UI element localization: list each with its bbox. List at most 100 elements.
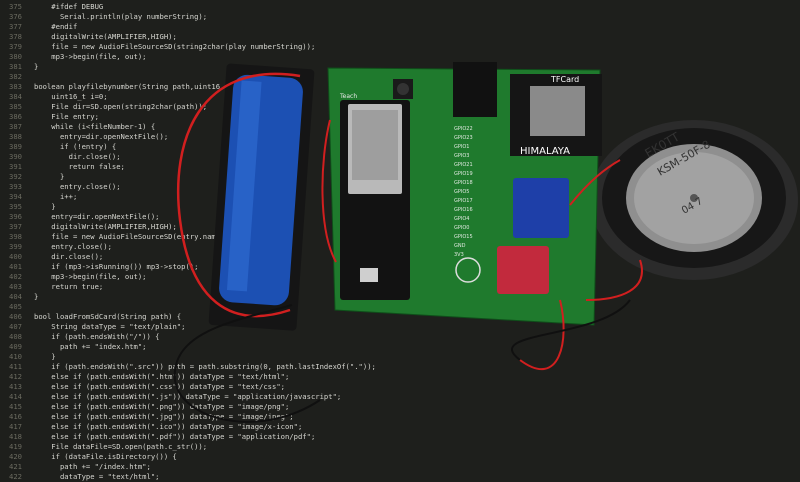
code-line: 395 } — [0, 202, 800, 212]
line-text[interactable]: else if (path.endsWith(".htm")) dataType… — [34, 372, 290, 381]
line-number: 395 — [9, 202, 22, 211]
black-wire — [173, 304, 321, 423]
line-number: 412 — [9, 372, 22, 381]
gpio-label: GPIO1 — [454, 144, 469, 150]
gpio-label: 3V3 — [454, 252, 464, 258]
line-text[interactable]: mp3->begin(file, out); — [34, 272, 147, 281]
line-text[interactable]: if (path.endsWith(".src")) path = path.s… — [34, 362, 376, 371]
line-text[interactable]: digitalWrite(AMPLIFIER,HIGH); — [34, 32, 177, 41]
line-text[interactable]: entry.close(); — [34, 182, 121, 191]
line-text[interactable]: else if (path.endsWith(".jpg")) dataType… — [34, 412, 294, 421]
line-text[interactable]: File dataFile=SD.open(path.c_str()); — [34, 442, 208, 451]
code-line: 402 mp3->begin(file, out); — [0, 272, 800, 282]
code-line: 405 — [0, 302, 800, 312]
line-text[interactable]: dir.close(); — [34, 252, 104, 261]
line-text[interactable]: dataType = "text/html"; — [34, 472, 160, 481]
code-line: 377 #endif — [0, 22, 800, 32]
line-number: 383 — [9, 82, 22, 91]
gpio-label: GPIO21 — [454, 162, 473, 168]
line-text[interactable]: File dir=SD.open(string2char(path)); — [34, 102, 208, 111]
line-text[interactable]: else if (path.endsWith(".css")) dataType… — [34, 382, 285, 391]
line-text[interactable]: #endif — [34, 22, 78, 31]
line-number: 413 — [9, 382, 22, 391]
line-number: 419 — [9, 442, 22, 451]
code-line: 401 if (mp3->isRunning()) mp3->stop(); — [0, 262, 800, 272]
code-line: 396 entry=dir.openNextFile(); — [0, 212, 800, 222]
code-line: 409 path += "index.htm"; — [0, 342, 800, 352]
line-text[interactable]: file = new AudioFileSourceSD(string2char… — [34, 42, 316, 51]
line-number: 390 — [9, 152, 22, 161]
line-number: 414 — [9, 392, 22, 401]
line-text[interactable]: File entry; — [34, 112, 99, 121]
gpio-label: GPIO17 — [454, 198, 473, 204]
line-text[interactable]: String dataType = "text/plain"; — [34, 322, 186, 331]
line-text[interactable]: digitalWrite(AMPLIFIER,HIGH); — [34, 222, 177, 231]
code-line: 394 i++; — [0, 192, 800, 202]
gpio-label: GPIO5 — [454, 189, 469, 195]
gpio-label: GPIO15 — [454, 234, 473, 240]
tfcard-label: TFCard — [550, 75, 579, 84]
code-line: 408 if (path.endsWith("/")) { — [0, 332, 800, 342]
line-text[interactable]: } — [34, 62, 39, 71]
line-number: 420 — [9, 452, 22, 461]
line-number: 403 — [9, 282, 22, 291]
code-line: 417 else if (path.endsWith(".ico")) data… — [0, 422, 800, 432]
line-text[interactable]: dir.close(); — [34, 152, 121, 161]
line-number: 396 — [9, 212, 22, 221]
gpio-label: GPIO4 — [454, 216, 469, 222]
line-number: 378 — [9, 32, 22, 41]
line-number: 385 — [9, 102, 22, 111]
line-text[interactable]: } — [34, 352, 56, 361]
line-number: 404 — [9, 292, 22, 301]
line-text[interactable]: } — [34, 202, 56, 211]
line-number: 389 — [9, 142, 22, 151]
code-line: 379 file = new AudioFileSourceSD(string2… — [0, 42, 800, 52]
line-text[interactable]: path += "index.htm"; — [34, 342, 147, 351]
code-line: 419 File dataFile=SD.open(path.c_str()); — [0, 442, 800, 452]
line-text[interactable]: if (mp3->isRunning()) mp3->stop(); — [34, 262, 199, 271]
line-text[interactable]: if (path.endsWith("/")) { — [34, 332, 160, 341]
gpio-label: GND — [454, 243, 466, 249]
code-line: 407 String dataType = "text/plain"; — [0, 322, 800, 332]
line-number: 398 — [9, 232, 22, 241]
line-text[interactable]: while (i<fileNumber-1) { — [34, 122, 156, 131]
code-line: 397 digitalWrite(AMPLIFIER,HIGH); — [0, 222, 800, 232]
code-line: 388 entry=dir.openNextFile(); — [0, 132, 800, 142]
line-text[interactable]: else if (path.endsWith(".png")) dataType… — [34, 402, 290, 411]
line-text[interactable]: if (dataFile.isDirectory()) { — [34, 452, 177, 461]
line-number: 394 — [9, 192, 22, 201]
line-text[interactable]: return false; — [34, 162, 125, 171]
code-line: 404} — [0, 292, 800, 302]
line-text[interactable]: Serial.println(play numberString); — [34, 12, 208, 21]
code-line: 410 } — [0, 352, 800, 362]
code-line: 386 File entry; — [0, 112, 800, 122]
gpio-label: GPIO18 — [454, 180, 473, 186]
line-text[interactable]: bool loadFromSdCard(String path) { — [34, 312, 182, 321]
line-number: 410 — [9, 352, 22, 361]
line-text[interactable]: i++; — [34, 192, 78, 201]
line-text[interactable]: return true; — [34, 282, 104, 291]
line-text[interactable]: else if (path.endsWith(".pdf")) dataType… — [34, 432, 316, 441]
battery-holder — [208, 63, 315, 331]
amplifier-module — [453, 62, 497, 117]
gpio-label: GPIO19 — [454, 171, 473, 177]
line-text[interactable]: entry.close(); — [34, 242, 112, 251]
line-text[interactable]: file = new AudioFileSourceSD(entry.name — [34, 232, 221, 241]
line-number-gutter — [0, 0, 24, 480]
line-text[interactable]: else if (path.endsWith(".ico")) dataType… — [34, 422, 303, 431]
line-text[interactable]: uint16_t i=0; — [34, 92, 108, 101]
line-number: 375 — [9, 2, 22, 11]
line-number: 384 — [9, 92, 22, 101]
line-text[interactable]: mp3->begin(file, out); — [34, 52, 147, 61]
line-text[interactable]: entry=dir.openNextFile(); — [34, 132, 169, 141]
line-text[interactable]: path += "/index.htm"; — [34, 462, 151, 471]
line-text[interactable]: } — [34, 172, 65, 181]
line-text[interactable]: entry=dir.openNextFile(); — [34, 212, 160, 221]
line-text[interactable]: else if (path.endsWith(".js")) dataType … — [34, 392, 342, 401]
line-text[interactable]: #ifdef DEBUG — [34, 2, 104, 11]
line-text[interactable]: boolean playfilebynumber(String path,uin… — [34, 82, 221, 91]
line-text[interactable]: } — [34, 292, 39, 301]
line-text[interactable]: if (!entry) { — [34, 142, 117, 151]
